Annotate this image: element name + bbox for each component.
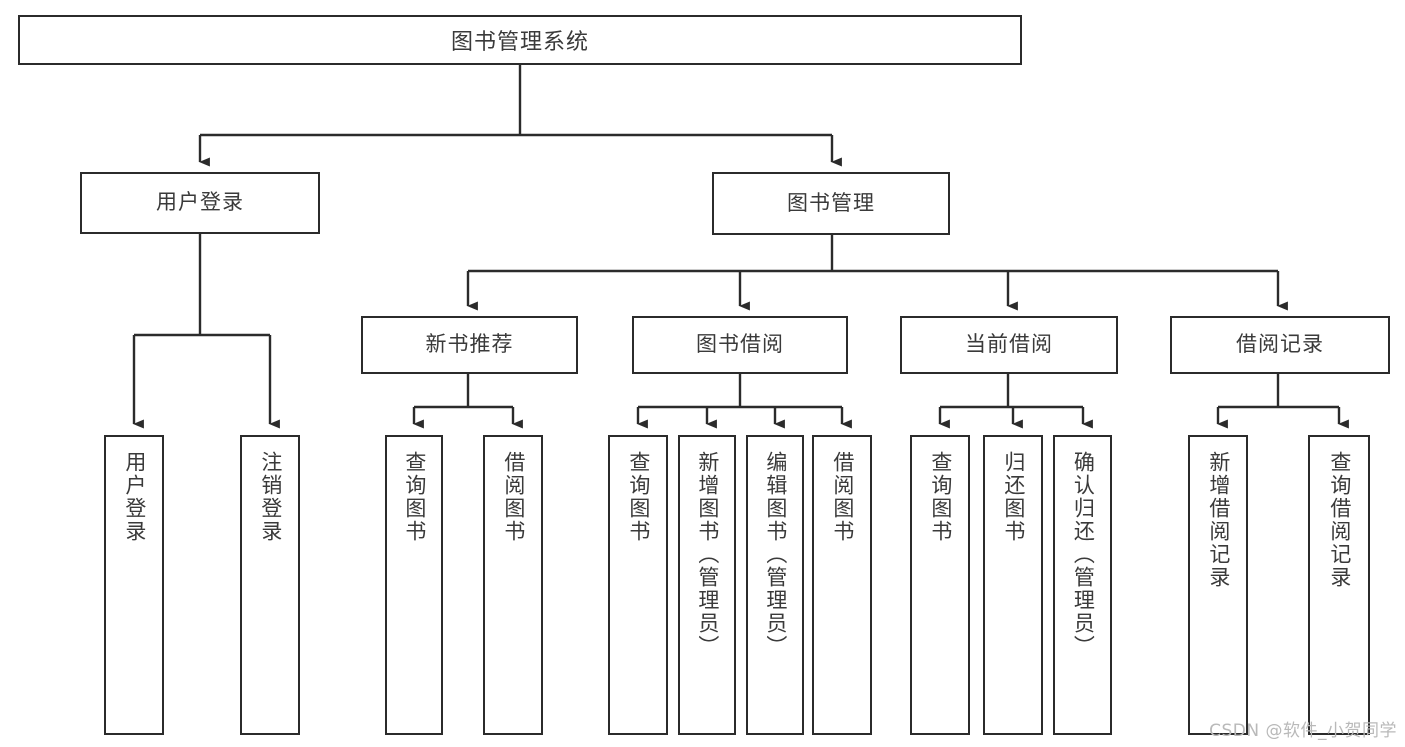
leaf-borrow-book-recommend-label: 借阅图书 xyxy=(501,451,526,543)
node-user-login[interactable]: 用户登录 xyxy=(80,172,320,234)
node-book-borrow[interactable]: 图书借阅 xyxy=(632,316,848,374)
node-root[interactable]: 图书管理系统 xyxy=(18,15,1022,65)
node-new-book-recommend[interactable]: 新书推荐 xyxy=(361,316,578,374)
leaf-query-book-recommend-label: 查询图书 xyxy=(402,451,427,543)
leaf-borrow-book[interactable]: 借阅图书 xyxy=(812,435,872,735)
node-book-management-label: 图书管理 xyxy=(787,190,875,215)
leaf-query-book-borrow-label: 查询图书 xyxy=(626,451,651,543)
node-current-borrow[interactable]: 当前借阅 xyxy=(900,316,1118,374)
leaf-add-book-admin-label: 新增图书（管理员） xyxy=(695,451,720,658)
leaf-edit-book-admin-label: 编辑图书（管理员） xyxy=(763,451,788,658)
leaf-user-logout-label: 注销登录 xyxy=(258,451,283,543)
leaf-query-borrow-record-label: 查询借阅记录 xyxy=(1327,451,1352,589)
leaf-confirm-return-admin-label: 确认归还（管理员） xyxy=(1071,451,1096,658)
node-new-book-recommend-label: 新书推荐 xyxy=(425,332,514,357)
leaf-user-logout[interactable]: 注销登录 xyxy=(240,435,300,735)
leaf-query-book-recommend[interactable]: 查询图书 xyxy=(385,435,443,735)
leaf-query-borrow-record[interactable]: 查询借阅记录 xyxy=(1308,435,1370,735)
leaf-add-borrow-record-label: 新增借阅记录 xyxy=(1206,451,1231,589)
leaf-confirm-return-admin[interactable]: 确认归还（管理员） xyxy=(1053,435,1112,735)
node-root-label: 图书管理系统 xyxy=(450,30,589,55)
node-user-login-label: 用户登录 xyxy=(156,190,244,215)
leaf-query-book-borrow[interactable]: 查询图书 xyxy=(608,435,668,735)
leaf-add-book-admin[interactable]: 新增图书（管理员） xyxy=(678,435,736,735)
node-current-borrow-label: 当前借阅 xyxy=(965,332,1053,357)
node-borrow-record-label: 借阅记录 xyxy=(1236,332,1324,357)
leaf-return-book-label: 归还图书 xyxy=(1001,451,1026,543)
leaf-borrow-book-label: 借阅图书 xyxy=(830,451,855,543)
leaf-user-login-label: 用户登录 xyxy=(122,451,147,543)
leaf-user-login[interactable]: 用户登录 xyxy=(104,435,164,735)
leaf-add-borrow-record[interactable]: 新增借阅记录 xyxy=(1188,435,1248,735)
node-book-management[interactable]: 图书管理 xyxy=(712,172,950,235)
leaf-query-book-current-label: 查询图书 xyxy=(928,451,953,543)
leaf-return-book[interactable]: 归还图书 xyxy=(983,435,1043,735)
node-borrow-record[interactable]: 借阅记录 xyxy=(1170,316,1390,374)
leaf-query-book-current[interactable]: 查询图书 xyxy=(910,435,970,735)
node-book-borrow-label: 图书借阅 xyxy=(696,332,784,357)
leaf-edit-book-admin[interactable]: 编辑图书（管理员） xyxy=(746,435,804,735)
leaf-borrow-book-recommend[interactable]: 借阅图书 xyxy=(483,435,543,735)
